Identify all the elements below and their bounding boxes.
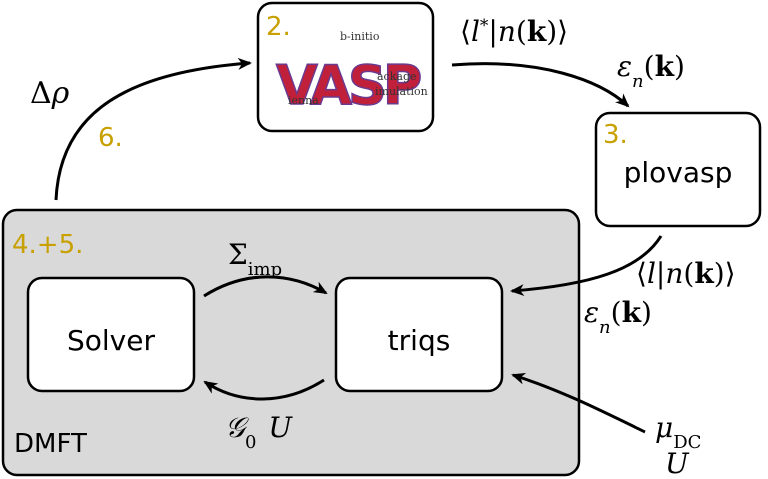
triqs-box [334,276,504,393]
label-projector-star: ⟨l*|n(k)⟩ [460,15,568,48]
vasp-logo-vienna: ienna [288,94,319,107]
rho-symbol: ρ [51,76,70,111]
plovasp-box [594,111,762,228]
label-projector: ⟨l|n(k)⟩ [636,257,736,290]
label-sigma-imp: Σimp [228,238,282,280]
vasp-box [256,1,435,133]
vasp-logo-abinitio: b-initio [340,30,380,43]
arrow-solver-to-triqs [203,275,328,298]
vasp-logo: VASP b-initio ackage imulation ienna [275,30,428,118]
solver-box [26,276,196,393]
plovasp-label: plovasp [624,156,733,189]
dmft-container [1,208,581,477]
dmft-label: DMFT [14,429,87,459]
label-delta-rho: Δρ [30,76,70,111]
solver-label: Solver [67,324,155,357]
vasp-logo-letters: VASP [276,54,421,117]
label-u-parameter: U [665,447,690,479]
step-number-plovasp: 3. [603,120,628,150]
step-number-charge-update: 6. [98,123,123,153]
vasp-logo-simulation: imulation [375,85,428,98]
arrow-dmft-to-vasp [54,57,252,201]
arrow-vasp-to-plovasp [451,62,630,108]
label-eps-bottom: εn(k) [584,296,652,338]
triqs-label: triqs [388,324,451,357]
vasp-logo-package: ackage [377,70,417,83]
step-number-vasp: 2. [266,12,291,42]
arrow-parameters-to-triqs [511,372,646,434]
step-number-dmft-loop: 4.+5. [12,230,83,260]
arrow-triqs-to-solver [203,378,325,401]
arrow-plovasp-to-triqs [510,235,663,297]
delta-symbol: Δ [30,76,52,111]
label-mu-dc: μDC [655,411,701,453]
label-eps-top: εn(k) [617,50,685,92]
